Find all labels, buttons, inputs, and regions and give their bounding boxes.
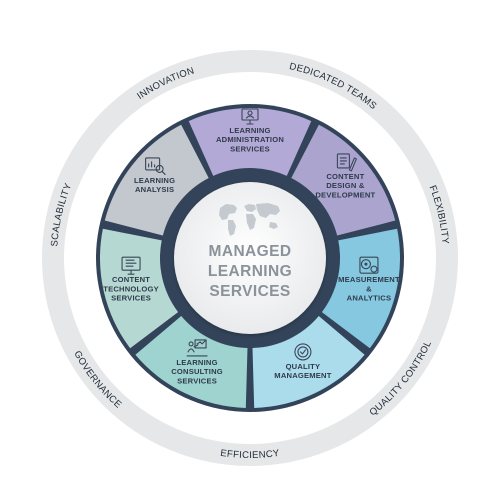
segment-3-label-line-2: & <box>366 284 372 293</box>
monitor-person-icon <box>241 108 259 125</box>
segment-shape <box>188 108 312 176</box>
segment-shape <box>135 316 248 408</box>
analysis-board-icon <box>145 157 166 175</box>
segment-7-label-line-1: LEARNING <box>134 176 175 185</box>
segment-shape <box>100 228 179 349</box>
gears-chart-icon <box>359 256 379 274</box>
center-title-line-3: SERVICES <box>209 283 290 300</box>
center-disc <box>174 182 326 334</box>
segment-6-label-line-1: CONTENT <box>112 275 150 284</box>
segment-shape <box>252 316 365 408</box>
segment-5-label-line-1: LEARNING <box>176 358 217 367</box>
segment-shape <box>291 124 396 236</box>
design-tools-icon <box>336 153 357 172</box>
segment-5-label-line-2: CONSULTING <box>171 367 223 376</box>
world-map-icon <box>219 203 280 236</box>
segment-shape <box>321 228 400 349</box>
segment-1-label-line-1: LEARNING <box>229 126 270 135</box>
segment-2-label-line-3: DEVELOPMENT <box>315 190 375 199</box>
segment-3-label-line-1: MEASUREMENT <box>338 275 400 284</box>
segment-2-label-line-2: DESIGN & <box>326 181 365 190</box>
segment-3: MEASUREMENT&ANALYTICS <box>321 228 400 349</box>
segment-1-label-line-2: ADMINISTRATION <box>216 135 284 144</box>
segment-7-label-line-2: ANALYSIS <box>135 185 174 194</box>
monitor-document-icon <box>121 256 141 275</box>
segment-3-label-line-3: ANALYTICS <box>347 294 392 303</box>
segment-6-label-line-3: SERVICES <box>111 294 151 303</box>
segment-shape <box>104 124 209 236</box>
segment-4-label-line-1: QUALITY <box>286 362 321 371</box>
ring-label-5: EFFICIENCY <box>220 448 281 461</box>
center-title-line-1: MANAGED <box>209 243 292 260</box>
segment-1-label-line-3: SERVICES <box>230 144 270 153</box>
segment-2-label-line-1: CONTENT <box>326 172 364 181</box>
segment-5-label-line-3: SERVICES <box>177 376 217 385</box>
segment-4-label-line-2: MANAGEMENT <box>274 371 331 380</box>
presenter-icon <box>186 339 208 357</box>
segment-6-label-line-2: TECHNOLOGY <box>103 284 159 293</box>
quality-badge-icon <box>294 343 312 361</box>
center-title-line-2: LEARNING <box>208 263 292 280</box>
segments-group: LEARNINGADMINISTRATIONSERVICESCONTENTDES… <box>100 108 400 408</box>
